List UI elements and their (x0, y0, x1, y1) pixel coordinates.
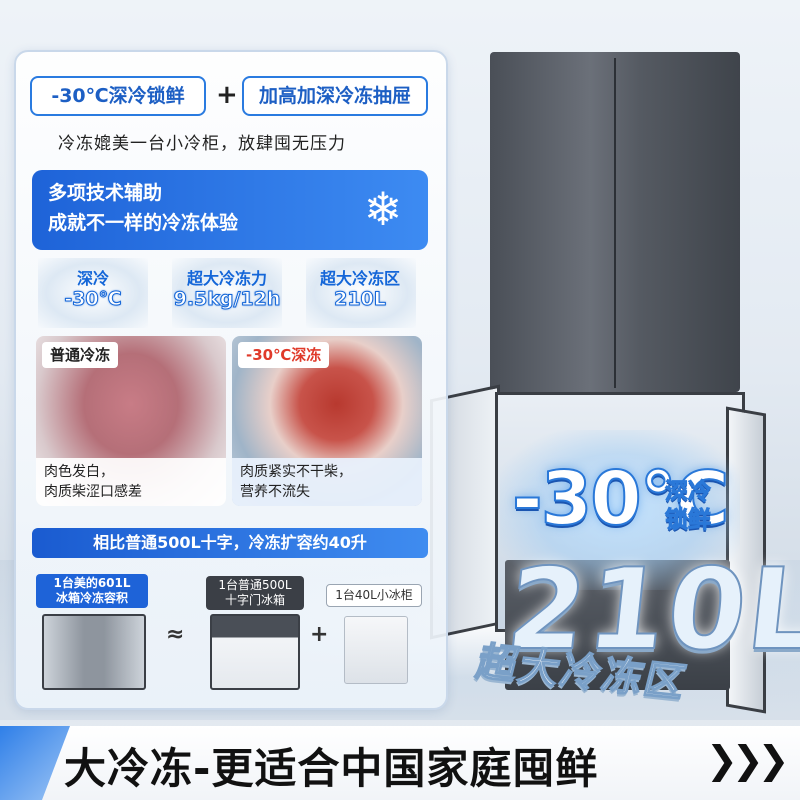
hero-temperature-caption: 深冷 锁鲜 (658, 478, 718, 534)
chevron-right-icon: ❯❯❯ (706, 738, 789, 782)
normal-500l-label: 1台普通500L 十字门冰箱 (206, 576, 304, 610)
hero-temperature: -30℃ (511, 455, 730, 543)
snowflake-icon: ❄ (363, 182, 403, 236)
deep-freeze-tag: -30℃深冷锁鲜 (30, 76, 206, 116)
normal-fridge-thumbnail (210, 614, 300, 690)
normal-freeze-photo: 普通冷冻 肉色发白， 肉质柴涩口感差 (36, 336, 226, 506)
normal-freeze-caption: 肉色发白， 肉质柴涩口感差 (36, 458, 226, 506)
label-line: 冰箱冷冻容积 (55, 591, 128, 605)
stat-glow (38, 258, 148, 328)
stat-freeze-power: 超大冷冻力 9.5kg/12h (168, 268, 286, 310)
mini-freezer-label: 1台40L小冰柜 (326, 584, 422, 607)
deep-freeze-caption: 肉质紧实不干柴， 营养不流失 (232, 458, 422, 506)
plus-sign: + (310, 622, 329, 647)
midea-fridge-thumbnail (42, 614, 146, 690)
deep-freeze-label: -30℃深冻 (238, 342, 330, 368)
hero-temperature-caption-line2: 锁鲜 (665, 507, 712, 534)
midea-601l-label: 1台美的601L 冰箱冷冻容积 (36, 574, 148, 608)
banner-line-2: 成就不一样的冷冻体验 (48, 212, 239, 234)
stat-glow (306, 258, 416, 328)
approx-sign: ≈ (166, 622, 185, 647)
drawer-tag: 加高加深冷冻抽屉 (242, 76, 428, 116)
stat-label: 超大冷冻力 (186, 269, 267, 288)
fridge-door-seam (614, 58, 616, 388)
capacity-comparison-bar: 相比普通500L十字，冷冻扩容约40升 (32, 528, 428, 558)
mini-freezer-thumbnail (344, 616, 408, 684)
footer-bar (0, 726, 800, 800)
normal-freeze-label: 普通冷冻 (42, 342, 119, 368)
stat-label: 超大冷冻区 (319, 269, 400, 288)
stat-label: 深冷 (76, 269, 109, 288)
caption-line: 肉色发白， (44, 464, 114, 480)
tagline: 冷冻媲美一台小冷柜，放肆囤无压力 (58, 134, 346, 154)
stat-freeze-zone: 超大冷冻区 210L (308, 268, 412, 310)
footer-title: 大冷冻-更适合中国家庭囤鲜 (64, 744, 599, 793)
stat-deep-cold: 深冷 -30℃ (50, 268, 136, 310)
label-line: 十字门冰箱 (224, 593, 285, 607)
tech-banner: 多项技术辅助 成就不一样的冷冻体验 ❄ (32, 170, 428, 250)
stat-value: -30℃ (64, 288, 122, 310)
stat-glow (172, 258, 282, 328)
label-line: 1台普通500L (218, 578, 292, 592)
caption-line: 营养不流失 (240, 484, 310, 500)
stat-value: 210L (334, 288, 387, 310)
plus-sign: + (216, 80, 238, 110)
ice-overlay (500, 430, 740, 590)
deep-freeze-photo: -30℃深冻 肉质紧实不干柴， 营养不流失 (232, 336, 422, 506)
label-line: 1台美的601L (53, 576, 131, 590)
banner-line-1: 多项技术辅助 (48, 182, 163, 204)
caption-line: 肉质柴涩口感差 (44, 484, 142, 500)
caption-line: 肉质紧实不干柴， (240, 464, 352, 480)
stat-value: 9.5kg/12h (173, 288, 281, 310)
hero-temperature-caption-line1: 深冷 (665, 479, 712, 506)
